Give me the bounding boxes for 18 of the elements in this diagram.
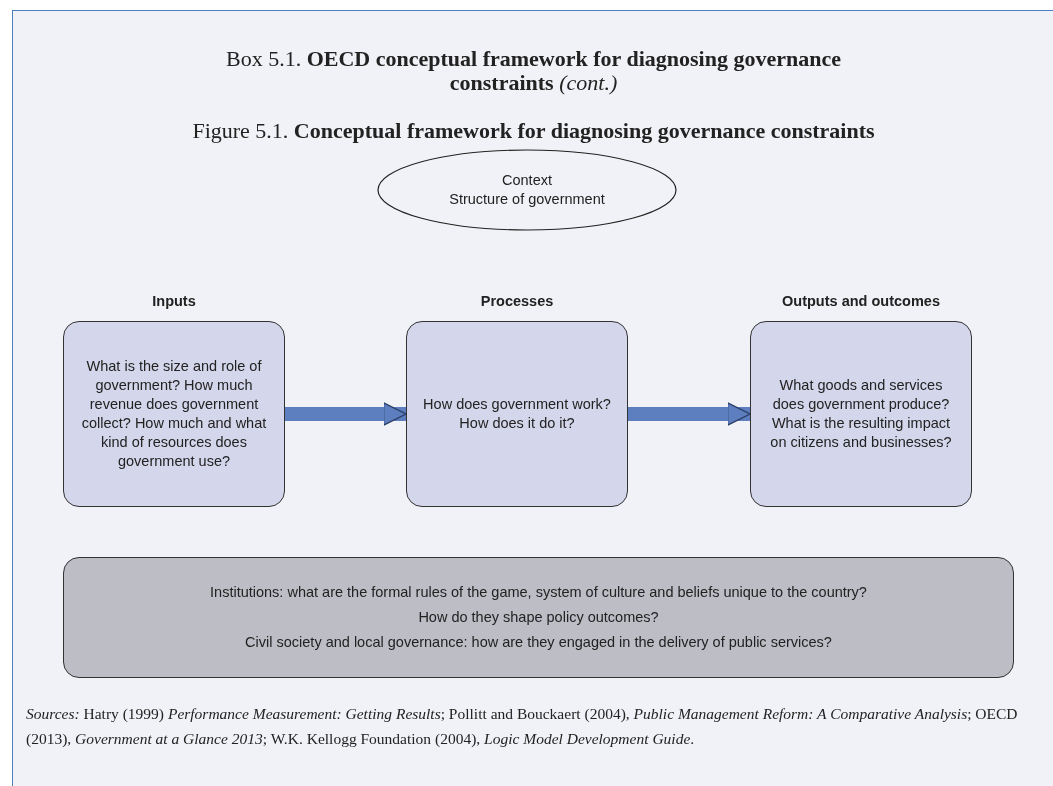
block-arrow [628, 402, 751, 426]
institutions-text: Institutions: what are the formal rules of the game, system of culture and beliefs unique to the country? [210, 583, 867, 602]
context-text: Context [502, 171, 552, 190]
institutions-text: Civil society and local governance: how are they engaged in the delivery of public services? [245, 633, 832, 652]
block-arrow [285, 402, 407, 426]
column-heading: Processes [479, 292, 555, 311]
box-text: How does government work? How does it do it? [422, 395, 612, 433]
column-heading: Inputs [151, 292, 197, 311]
box-text: What goods and services does government produce? What is the resulting impact on citizens and businesses? [769, 376, 953, 452]
sources-note: Sources: Hatry (1999) Performance Measurement: Getting Results; Pollitt and Bouckaert (2004), Public Management Reform: A Comparative Analysis; OECD (2013), Government at a Glance 2013; W.K. Kellogg Foundation (2004), Logic Model Development Guide. [26, 704, 1019, 749]
institutions-panel [63, 557, 1014, 678]
column-heading: Outputs and outcomes [781, 292, 941, 311]
institutions-text: How do they shape policy outcomes? [418, 608, 659, 627]
context-text: Structure of government [449, 190, 605, 209]
context-ellipse [377, 149, 677, 231]
box-text: What is the size and role of government? How much revenue does government collect? How much and what kind of resources does government use? [80, 357, 268, 471]
figure-title: Figure 5.1. Conceptual framework for diagnosing governance constraints [191, 119, 876, 143]
box-title: Box 5.1. OECD conceptual framework for diagnosing governance constraints (cont.) [225, 47, 842, 95]
